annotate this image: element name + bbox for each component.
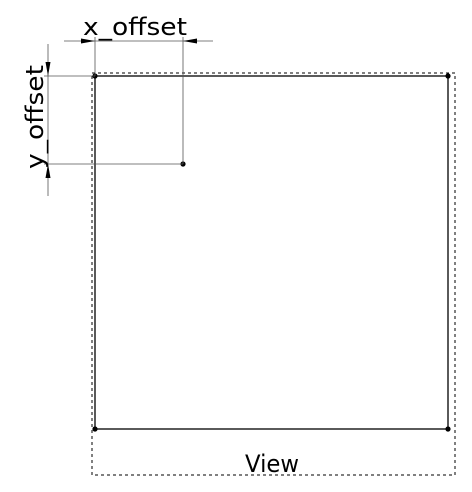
view-boundary — [91, 72, 456, 476]
view-label: View — [245, 450, 299, 478]
y-offset-arrow-bottom — [45, 164, 51, 178]
x-offset-arrow-left — [81, 38, 95, 44]
y-offset-label: y_offset — [21, 65, 49, 169]
view-square — [94, 75, 449, 430]
corner-point-top-right — [445, 73, 451, 79]
corner-point-bottom-right — [445, 426, 451, 432]
x-offset-label: x_offset — [83, 13, 187, 41]
y-offset-arrow-top — [45, 62, 51, 76]
corner-point-bottom-left — [92, 426, 98, 432]
x-offset-arrow-right — [183, 38, 197, 44]
